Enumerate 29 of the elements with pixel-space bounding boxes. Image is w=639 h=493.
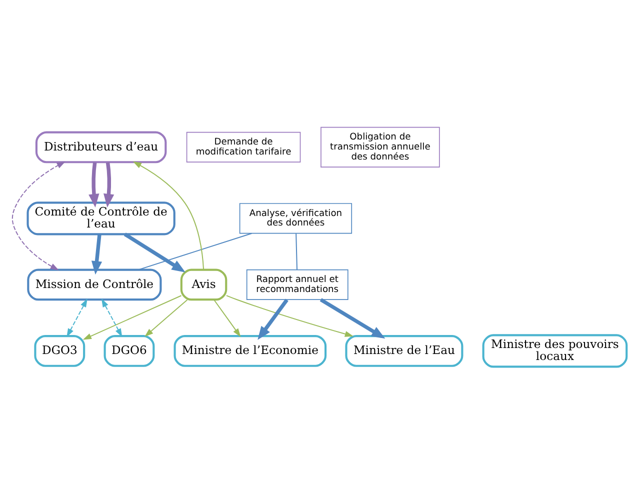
arrow <box>226 294 354 336</box>
arrow <box>101 298 122 337</box>
node-box: Distributeurs d’eau <box>35 130 167 163</box>
arrow <box>91 234 102 274</box>
node-box: Avis <box>180 268 228 300</box>
arrow <box>88 162 100 208</box>
arrow <box>12 160 66 270</box>
node-box: Analyse, vérification des données <box>239 202 352 234</box>
arrow <box>132 160 204 270</box>
arrow <box>66 298 88 337</box>
node-box: Ministre des pouvoirs locaux <box>482 334 628 368</box>
node-box: Demande de modification tarifaire <box>186 131 301 162</box>
node-box: Obligation de transmission annuelle des données <box>320 126 440 167</box>
arrow <box>104 162 114 208</box>
connector <box>296 232 298 270</box>
node-box: DGO6 <box>104 334 155 366</box>
arrow <box>124 232 186 272</box>
node-box: Comité de Contrôle de l’eau <box>26 201 176 235</box>
arrow <box>214 298 241 337</box>
node-box: Rapport annuel et recommandations <box>246 268 348 300</box>
node-box: Ministre de l’Eau <box>345 334 464 366</box>
node-box: Ministre de l’Economie <box>174 334 327 366</box>
arrow <box>258 298 288 340</box>
arrow <box>144 298 188 336</box>
connector <box>138 232 252 270</box>
arrow <box>320 298 386 338</box>
arrow <box>82 294 182 340</box>
node-box: Mission de Contrôle <box>27 268 162 300</box>
node-box: DGO3 <box>34 334 86 366</box>
